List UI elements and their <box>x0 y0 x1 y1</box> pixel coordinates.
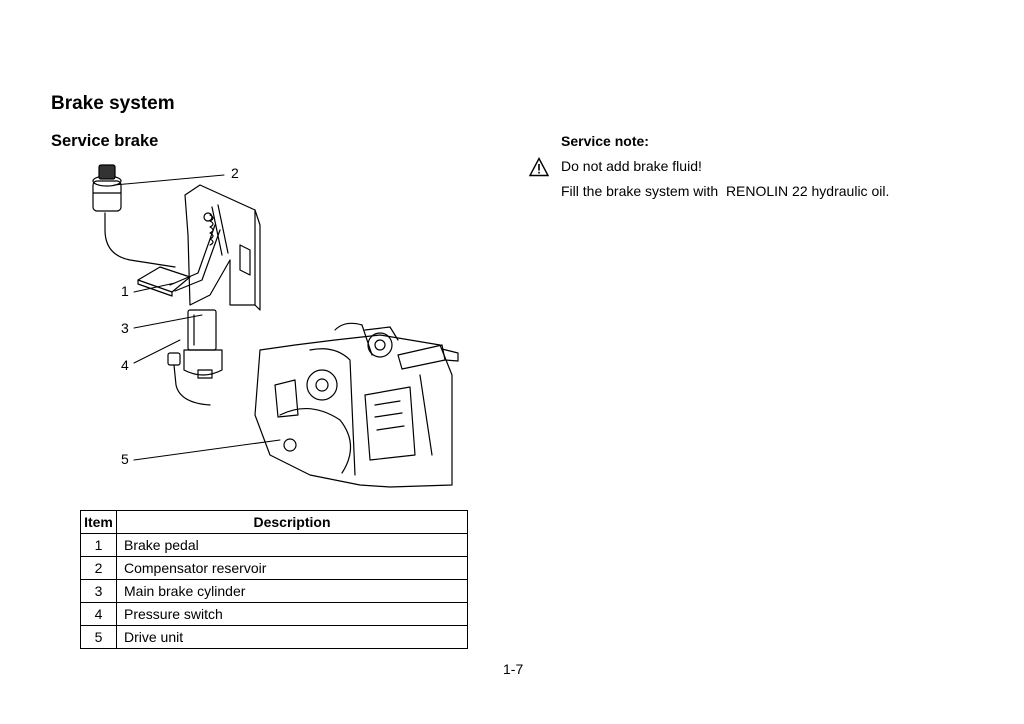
drive-unit-drawing <box>254 322 459 488</box>
page-number: 1-7 <box>503 661 524 677</box>
table-header-row: Item Description <box>80 510 468 534</box>
warning-icon <box>529 157 549 177</box>
callout-4: 4 <box>121 357 129 373</box>
description-cell: Main brake cylinder <box>116 579 468 603</box>
item-cell: 3 <box>80 579 117 603</box>
column-header-item: Item <box>80 510 117 534</box>
brake-pedal-drawing <box>137 224 221 297</box>
service-note-warning: Do not add brake fluid! <box>561 158 702 174</box>
table-row: 2 Compensator reservoir <box>80 556 468 580</box>
service-note-instruction: Fill the brake system with RENOLIN 22 hy… <box>561 183 890 199</box>
compensator-reservoir-drawing <box>92 164 176 268</box>
brake-system-drawing <box>92 164 459 488</box>
item-cell: 5 <box>80 625 117 649</box>
callout-leader-lines <box>113 174 281 461</box>
callout-5: 5 <box>121 451 129 467</box>
pressure-switch-drawing <box>167 352 211 406</box>
callout-1: 1 <box>121 283 129 299</box>
table-row: 1 Brake pedal <box>80 533 468 557</box>
description-cell: Pressure switch <box>116 602 468 626</box>
item-cell: 2 <box>80 556 117 580</box>
callout-2: 2 <box>231 165 239 181</box>
table-row: 4 Pressure switch <box>80 602 468 626</box>
page-title: Brake system <box>51 93 175 114</box>
parts-table: Item Description 1 Brake pedal 2 Compens… <box>80 510 468 649</box>
column-header-description: Description <box>116 510 468 534</box>
table-row: 3 Main brake cylinder <box>80 579 468 603</box>
description-cell: Drive unit <box>116 625 468 649</box>
section-title: Service brake <box>51 132 159 150</box>
callout-3: 3 <box>121 320 129 336</box>
item-cell: 1 <box>80 533 117 557</box>
service-note-title: Service note: <box>561 133 649 149</box>
description-cell: Compensator reservoir <box>116 556 468 580</box>
table-row: 5 Drive unit <box>80 625 468 649</box>
item-cell: 4 <box>80 602 117 626</box>
pedal-bracket-drawing <box>184 184 261 311</box>
description-cell: Brake pedal <box>116 533 468 557</box>
main-brake-cylinder-drawing <box>183 309 223 379</box>
